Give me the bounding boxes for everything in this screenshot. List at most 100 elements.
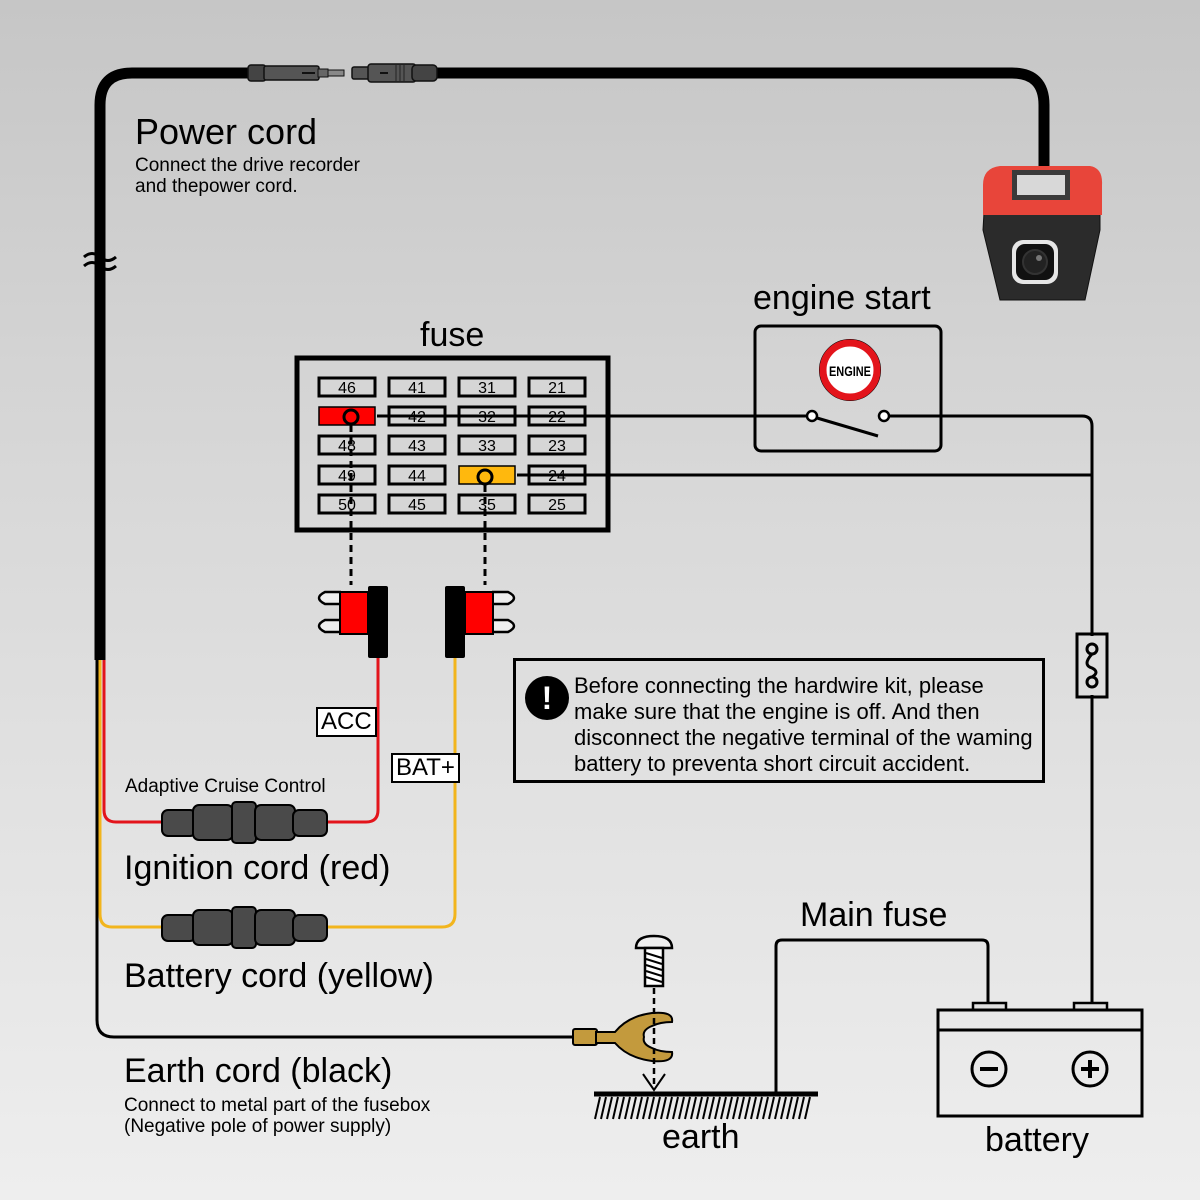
fuse-slot (458, 465, 516, 485)
fuse-slot-number: 44 (408, 468, 426, 485)
earth-hatch-line (600, 1096, 607, 1120)
warning-line1: Before connecting the hardwire kit, plea… (574, 673, 984, 698)
acc-signal-wire-right (884, 414, 1094, 636)
fuse-tap-bat (445, 586, 516, 658)
battery-icon (936, 1001, 1144, 1118)
fuse-slot: 50 (317, 493, 377, 515)
ignition-switch-symbol (805, 409, 891, 438)
fuse-slot: 45 (387, 493, 447, 515)
fuse-slot: 25 (527, 493, 587, 515)
ignition-cord-title: Ignition cord (red) (124, 849, 391, 887)
fuse-slot: 48 (317, 434, 377, 456)
fuse-tap-point-red (342, 408, 360, 426)
fuse-slot-number: 45 (408, 497, 426, 514)
earth-hatch-line (606, 1096, 613, 1120)
fuse-slot-number: 33 (478, 438, 496, 455)
screw-icon (634, 934, 674, 988)
power-cord-description-line2: and thepower cord. (135, 176, 298, 197)
earth-hatch-line (654, 1096, 661, 1120)
fuse-slot-number: 46 (338, 380, 356, 397)
fuse-slot-number: 43 (408, 438, 426, 455)
fuse-slot-number: 48 (338, 438, 356, 455)
earth-hatch-line (804, 1096, 811, 1120)
earth-cord-description-line2: (Negative pole of power supply) (124, 1116, 392, 1137)
earth-cord-description-line1: Connect to metal part of the fusebox (124, 1095, 431, 1116)
fuse-box-title: fuse (420, 316, 485, 354)
earth-hatch-line (642, 1096, 649, 1120)
engine-button-label: ENGINE (829, 363, 871, 379)
earth-hatch-line (672, 1096, 679, 1120)
earth-hatch-line (630, 1096, 637, 1120)
fuse-box-frame (294, 355, 611, 533)
fuse-slot: 33 (457, 434, 517, 456)
fuse-slot-number: 23 (548, 438, 566, 455)
earth-hatch-line (726, 1096, 733, 1120)
earth-hatch-line (780, 1096, 787, 1120)
ring-terminal (572, 1011, 674, 1063)
earth-hatch-line (696, 1096, 703, 1120)
earth-hatch-line (720, 1096, 727, 1120)
acc-tag: ACC (316, 707, 377, 737)
power-cord-description-line1: Connect the drive recorder (135, 155, 360, 176)
fuse-slot: 43 (387, 434, 447, 456)
earth-hatch-line (792, 1096, 799, 1120)
fuse-slot: 49 (317, 464, 377, 486)
fuse-slot-number: 50 (338, 497, 356, 514)
ignition-wire-red (102, 658, 380, 824)
earth-hatch-line (624, 1096, 631, 1120)
engine-button[interactable]: ENGINE (819, 339, 881, 401)
earth-hatch-line (714, 1096, 721, 1120)
main-fuse-wire (774, 938, 990, 1093)
earth-hatch-line (774, 1096, 781, 1120)
earth-hatch-line (732, 1096, 739, 1120)
warning-text: Before connecting the hardwire kit, plea… (574, 673, 1033, 777)
earth-hatch-line (660, 1096, 667, 1120)
earth-hatch-line (594, 1096, 601, 1120)
earth-ground-hatch (594, 1096, 811, 1120)
fuse-slot: 44 (387, 464, 447, 486)
earth-hatch-line (666, 1096, 673, 1120)
fuse-slot: 41 (387, 376, 447, 398)
earth-hatch-line (708, 1096, 715, 1120)
power-cord-wire (94, 67, 250, 660)
battery-positive-terminal-icon (1071, 1050, 1109, 1088)
earth-hatch-line (612, 1096, 619, 1120)
warning-line2: make sure that the engine is off. And th… (574, 699, 980, 724)
fuse-slot-number: 31 (478, 380, 496, 397)
dash-camera (982, 166, 1103, 301)
fuse-slot: 35 (457, 493, 517, 515)
warning-notice: ! Before connecting the hardwire kit, pl… (513, 658, 1045, 783)
earth-hatch-line (738, 1096, 745, 1120)
earth-hatch-line (618, 1096, 625, 1120)
fuse-slot: 31 (457, 376, 517, 398)
earth-hatch-line (702, 1096, 709, 1120)
power-cord-title: Power cord (135, 111, 318, 152)
earth-hatch-line (750, 1096, 757, 1120)
fuse-tap-point-yellow (476, 468, 494, 486)
cord-break-symbol (83, 252, 117, 271)
fuse-slot-number: 25 (548, 497, 566, 514)
warning-line3: disconnect the negative terminal of the … (574, 725, 1033, 750)
battery-cord-title: Battery cord (yellow) (124, 957, 434, 995)
earth-hatch-line (786, 1096, 793, 1120)
earth-cord-title: Earth cord (black) (124, 1052, 393, 1090)
earth-hatch-line (648, 1096, 655, 1120)
earth-title: earth (662, 1118, 740, 1156)
screw-guide-arrow (642, 1073, 666, 1092)
fuse-slot: 23 (527, 434, 587, 456)
earth-hatch-line (690, 1096, 697, 1120)
main-fuse-title: Main fuse (800, 896, 948, 934)
earth-hatch-line (636, 1096, 643, 1120)
engine-start-title: engine start (753, 279, 931, 317)
engine-start-box (753, 324, 943, 453)
fuse-tap-acc (317, 586, 388, 658)
earth-hatch-line (756, 1096, 763, 1120)
fuse-slot-number: 35 (478, 497, 496, 514)
earth-hatch-line (798, 1096, 805, 1120)
earth-wire-black (95, 1019, 575, 1039)
earth-hatch-line (762, 1096, 769, 1120)
power-cord-wire-right (435, 67, 1050, 170)
earth-hatch-line (744, 1096, 751, 1120)
